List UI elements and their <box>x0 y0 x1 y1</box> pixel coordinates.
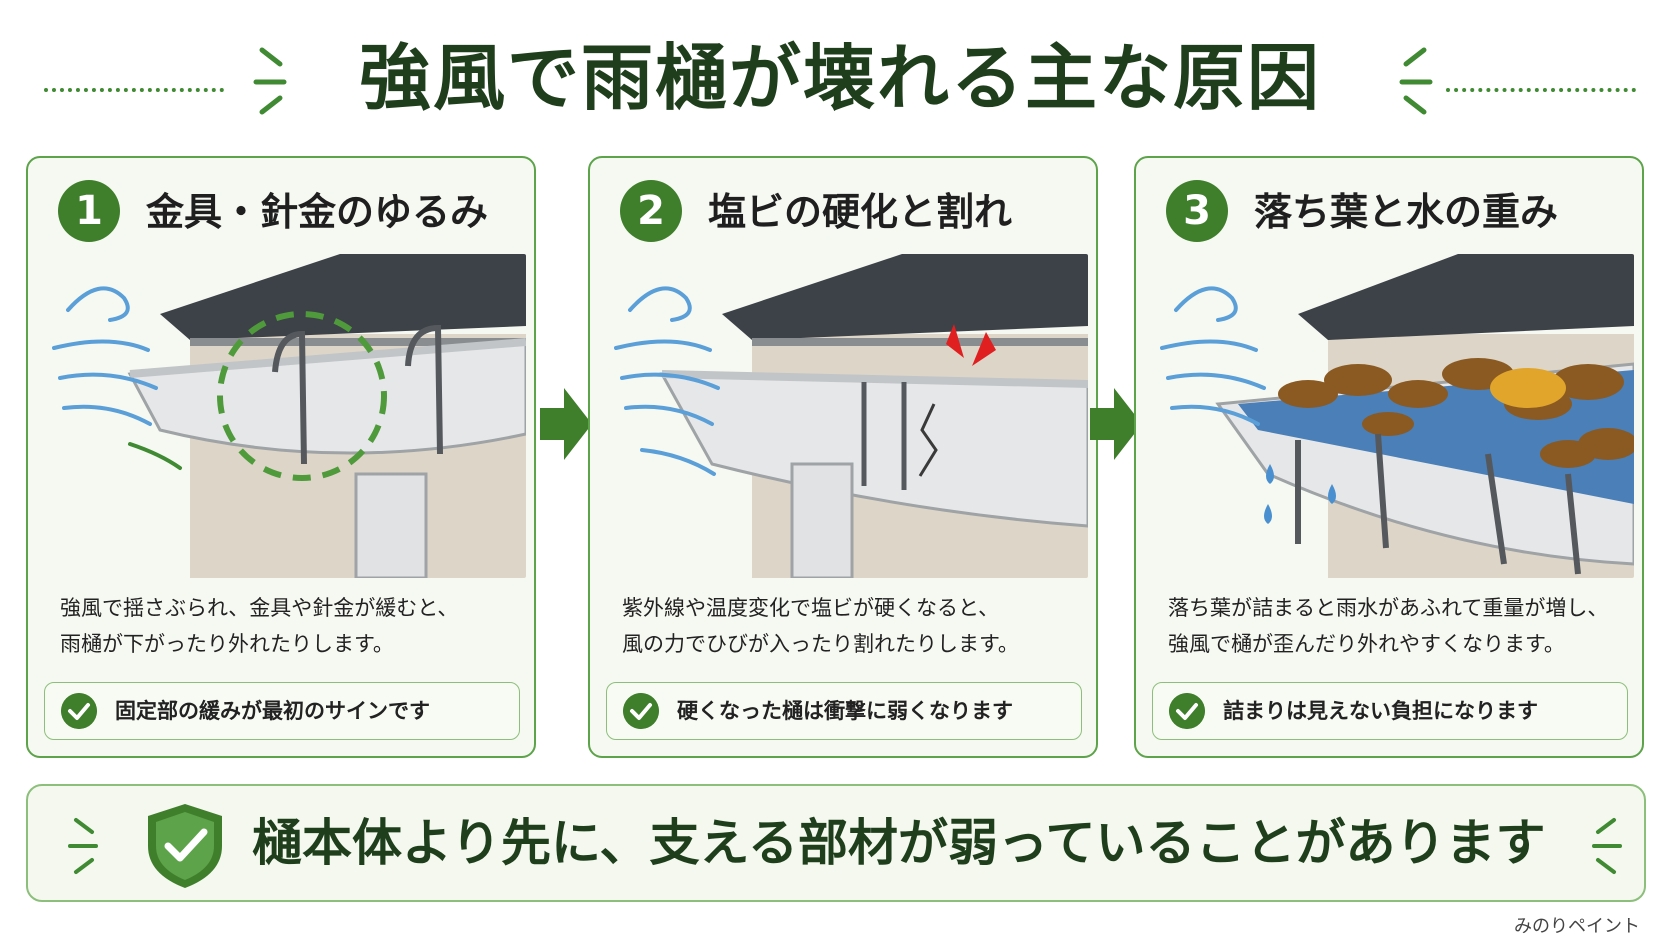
desc-line: 強風で揺さぶられ、金具や針金が緩むと、 <box>60 596 459 620</box>
desc-line: 紫外線や温度変化で塩ビが硬くなると、 <box>622 596 1000 620</box>
card-description: 落ち葉が詰まると雨水があふれて重量が増し、 強風で樋が歪んだり外れやすくなります… <box>1168 590 1628 662</box>
key-point: 詰まりは見えない負担になります <box>1152 682 1628 740</box>
card-header: 3 落ち葉と水の重み <box>1136 158 1642 250</box>
desc-line: 風の力でひびが入ったり割れたりします。 <box>622 632 1019 656</box>
shield-check-icon <box>148 804 222 888</box>
wind-icon <box>614 286 720 476</box>
gutter-loose-bracket-illustration <box>40 254 526 578</box>
key-point-text: 硬くなった樋は衝撃に弱くなります <box>677 699 1013 723</box>
gutter-crack-illustration <box>602 254 1088 578</box>
title-dotline-left <box>44 88 224 92</box>
desc-line: 落ち葉が詰まると雨水があふれて重量が増し、 <box>1168 596 1609 620</box>
cause-card-1: 1 金具・針金のゆるみ 強風で揺さぶられ、金具や針金が緩むと、 雨樋が下が <box>26 156 536 758</box>
gutter-leaves-illustration <box>1148 254 1634 578</box>
card-title: 金具・針金のゆるみ <box>146 190 489 234</box>
desc-line: 雨樋が下がったり外れたりします。 <box>60 632 394 656</box>
spark-right-icon <box>1592 818 1622 874</box>
wind-icon <box>52 286 182 470</box>
page-title: 強風で雨樋が壊れる主な原因 <box>358 36 1321 120</box>
card-title: 塩ビの硬化と割れ <box>708 190 1013 234</box>
wind-icon <box>1160 286 1266 426</box>
card-header: 2 塩ビの硬化と割れ <box>590 158 1096 250</box>
key-point: 硬くなった樋は衝撃に弱くなります <box>606 682 1082 740</box>
card-header: 1 金具・針金のゆるみ <box>28 158 534 250</box>
key-point-text: 固定部の緩みが最初のサインです <box>115 699 430 723</box>
arrow-right-icon <box>1090 388 1142 460</box>
check-circle-icon <box>61 693 97 729</box>
summary-banner: 樋本体より先に、支える部材が弱っていることがあります <box>26 784 1646 902</box>
title-dotline-right <box>1446 88 1636 92</box>
number-badge: 2 <box>620 180 682 242</box>
cause-card-2: 2 塩ビの硬化と割れ 紫外線や温度変化で塩ビが硬くなると、 <box>588 156 1098 758</box>
desc-line: 強風で樋が歪んだり外れやすくなります。 <box>1168 632 1565 656</box>
spark-left-icon <box>68 818 98 874</box>
spark-right-icon <box>1399 47 1433 115</box>
card-title: 落ち葉と水の重み <box>1254 190 1559 234</box>
check-circle-icon <box>623 693 659 729</box>
number-badge: 3 <box>1166 180 1228 242</box>
spark-left-icon <box>253 47 287 115</box>
key-point-text: 詰まりは見えない負担になります <box>1223 699 1538 723</box>
cause-card-3: 3 落ち葉と水の重み <box>1134 156 1644 758</box>
card-description: 強風で揺さぶられ、金具や針金が緩むと、 雨樋が下がったり外れたりします。 <box>60 590 520 662</box>
card-description: 紫外線や温度変化で塩ビが硬くなると、 風の力でひびが入ったり割れたりします。 <box>622 590 1082 662</box>
summary-text: 樋本体より先に、支える部材が弱っていることがあります <box>252 814 1546 872</box>
title-row: 強風で雨樋が壊れる主な原因 <box>0 28 1672 128</box>
check-circle-icon <box>1169 693 1205 729</box>
brand-credit: みのりペイント <box>1514 916 1640 937</box>
key-point: 固定部の緩みが最初のサインです <box>44 682 520 740</box>
number-badge: 1 <box>58 180 120 242</box>
arrow-right-icon <box>540 388 592 460</box>
